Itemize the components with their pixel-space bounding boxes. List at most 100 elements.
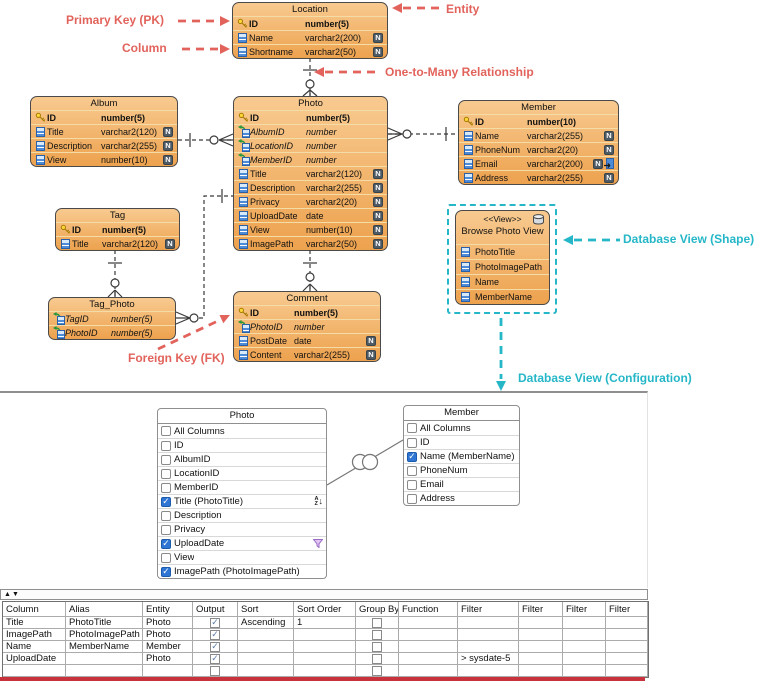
column-option[interactable]: ✓ImagePath (PhotoImagePath) (158, 564, 326, 578)
annotation-entity[interactable]: Entity (446, 2, 480, 16)
checkbox[interactable]: ✓ (161, 468, 171, 479)
grid-filter-cell[interactable] (519, 653, 563, 665)
grid-filter-cell[interactable] (563, 641, 606, 653)
relationship-location-photo[interactable] (302, 58, 318, 97)
filter-icon[interactable] (313, 539, 323, 548)
grid-filter-cell[interactable] (458, 629, 519, 641)
checkbox[interactable]: ✓ (161, 496, 171, 507)
relationship-member-photo[interactable] (387, 127, 458, 141)
column-option[interactable]: ✓All Columns (404, 421, 519, 435)
grid-sort-cell[interactable] (238, 653, 294, 665)
grid-cell[interactable]: ImagePath (3, 629, 66, 641)
groupby-checkbox[interactable]: ✓ (372, 629, 382, 640)
column-option[interactable]: ✓PhoneNum (404, 463, 519, 477)
output-checkbox[interactable]: ✓ (210, 641, 220, 652)
grid-cell[interactable] (66, 665, 143, 677)
relationship-photo-comment[interactable] (302, 250, 318, 292)
column-option[interactable]: ✓MemberID (158, 480, 326, 494)
view-column-row[interactable]: PhotoImagePath (456, 259, 549, 274)
grid-function-cell[interactable] (399, 617, 458, 629)
grid-filter-cell[interactable] (519, 641, 563, 653)
column-option[interactable]: ✓AlbumID (158, 452, 326, 466)
column-option[interactable]: ✓Description (158, 508, 326, 522)
view-column-row[interactable]: PhotoTitle (456, 244, 549, 259)
annotation-primary-key[interactable]: Primary Key (PK) (66, 13, 165, 27)
groupby-checkbox[interactable]: ✓ (372, 653, 382, 664)
checkbox[interactable]: ✓ (161, 426, 171, 436)
output-checkbox[interactable]: ✓ (210, 653, 220, 664)
grid-groupby-cell[interactable]: ✓ (356, 629, 399, 641)
grid-sort-order-cell[interactable] (294, 629, 356, 641)
grid-cell[interactable]: UploadDate (3, 653, 66, 665)
grid-filter-cell[interactable] (606, 617, 648, 629)
output-checkbox[interactable]: ✓ (210, 665, 220, 676)
grid-output-cell[interactable]: ✓ (193, 617, 238, 629)
checkbox[interactable]: ✓ (161, 524, 171, 535)
expand-icon[interactable]: ▼ (11, 591, 20, 598)
column-option[interactable]: ✓ID (158, 438, 326, 452)
grid-function-cell[interactable] (399, 665, 458, 677)
column-option[interactable]: ✓Privacy (158, 522, 326, 536)
output-checkbox[interactable]: ✓ (210, 629, 220, 640)
grid-cell[interactable]: Photo (143, 653, 193, 665)
checkbox[interactable]: ✓ (161, 510, 171, 521)
collapse-icon[interactable]: ▲ (4, 591, 12, 598)
checkbox[interactable]: ✓ (407, 465, 417, 476)
grid-filter-cell[interactable] (458, 617, 519, 629)
annotation-one-to-many[interactable]: One-to-Many Relationship (385, 65, 534, 79)
grid-filter-cell[interactable] (606, 629, 648, 641)
grid-groupby-cell[interactable]: ✓ (356, 665, 399, 677)
checkbox[interactable]: ✓ (161, 482, 171, 493)
column-option[interactable]: ✓Name (MemberName) (404, 449, 519, 463)
grid-cell[interactable] (3, 665, 66, 677)
grid-output-cell[interactable]: ✓ (193, 629, 238, 641)
checkbox[interactable]: ✓ (407, 451, 417, 462)
grid-cell[interactable]: Name (3, 641, 66, 653)
grid-cell[interactable]: Title (3, 617, 66, 629)
grid-groupby-cell[interactable]: ✓ (356, 653, 399, 665)
grid-filter-cell[interactable] (458, 665, 519, 677)
checkbox[interactable]: ✓ (407, 493, 417, 504)
view-column-row[interactable]: Name (456, 274, 549, 289)
grid-cell[interactable] (66, 653, 143, 665)
grid-sort-order-cell[interactable] (294, 653, 356, 665)
checkbox[interactable]: ✓ (407, 479, 417, 490)
grid-function-cell[interactable] (399, 641, 458, 653)
grid-output-cell[interactable]: ✓ (193, 653, 238, 665)
grid-sort-order-cell[interactable]: 1 (294, 617, 356, 629)
grid-sort-cell[interactable] (238, 629, 294, 641)
grid-sort-order-cell[interactable] (294, 641, 356, 653)
relationship-tag-tagphoto[interactable] (107, 250, 123, 298)
grid-groupby-cell[interactable]: ✓ (356, 641, 399, 653)
grid-cell[interactable]: PhotoImagePath (66, 629, 143, 641)
grid-filter-cell[interactable] (606, 653, 648, 665)
annotation-column[interactable]: Column (122, 41, 167, 55)
checkbox[interactable]: ✓ (161, 552, 171, 563)
checkbox[interactable]: ✓ (407, 423, 417, 433)
